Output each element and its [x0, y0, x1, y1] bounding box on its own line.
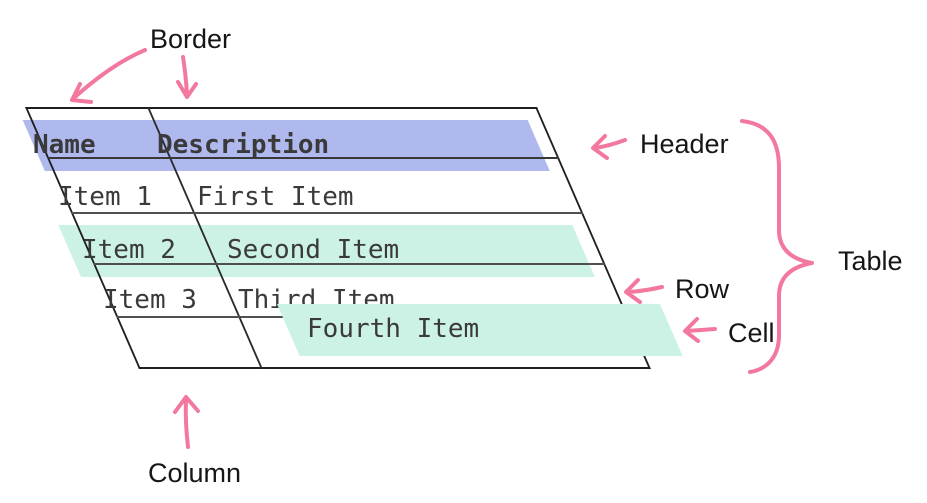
row-line-1 [70, 212, 584, 214]
label-column: Column [148, 458, 242, 488]
label-table: Table [838, 246, 903, 276]
label-row: Row [675, 274, 730, 304]
cell-arrow [683, 317, 717, 343]
cell-item-3: Item 3 [103, 285, 197, 315]
border-arrow-left [70, 48, 147, 104]
cell-item-1: Item 1 [58, 182, 152, 212]
column-arrow [173, 395, 200, 449]
cell-third-item: Third Item [238, 285, 395, 315]
label-cell: Cell [728, 318, 775, 348]
cell-first-item: First Item [197, 182, 354, 212]
header-cell-name: Name [33, 130, 96, 160]
cell-item-2: Item 2 [82, 235, 176, 265]
cell-second-item: Second Item [227, 235, 400, 265]
row-arrow [624, 278, 664, 304]
label-border: Border [150, 24, 232, 54]
cell-fourth-item: Fourth Item [307, 314, 480, 344]
border-arrow-right [176, 55, 198, 99]
header-cell-description: Description [157, 130, 330, 160]
table-border-bottom [138, 367, 651, 369]
label-header: Header [640, 129, 729, 159]
table-border-top [25, 107, 538, 109]
header-arrow [591, 134, 627, 160]
